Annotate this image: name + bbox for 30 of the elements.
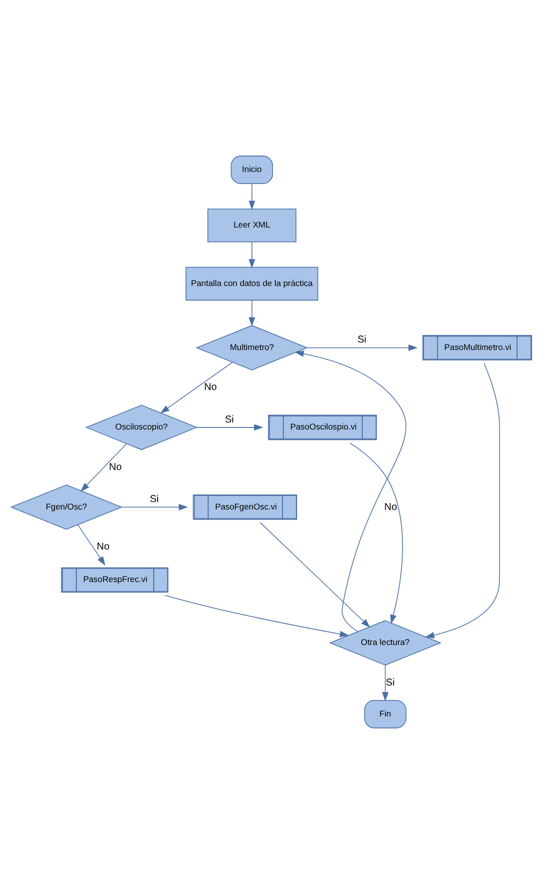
arrow (382, 664, 388, 702)
node-diamond: Fgen/Osc? (10, 484, 123, 530)
arrow (294, 350, 406, 632)
arrow (77, 524, 106, 566)
arrow (196, 424, 264, 431)
arrow (248, 183, 256, 210)
edge-label: Si (150, 494, 159, 506)
node-box: Pantalla con datos de la práctica (186, 266, 318, 301)
node-diamond: Multimetro? (196, 325, 308, 370)
node-box: Inicio (230, 156, 273, 184)
arrow (164, 594, 350, 638)
edge-label: Si (225, 414, 234, 426)
arrow (425, 362, 500, 638)
edge-label: Si (357, 334, 366, 346)
arrow (121, 504, 188, 510)
arrow (80, 444, 127, 492)
arrow (160, 362, 233, 414)
arrow (260, 522, 370, 628)
edge-label: No (204, 382, 217, 394)
edge-label: Si (386, 677, 395, 688)
arrow (248, 242, 256, 268)
edge-label: No (96, 542, 110, 553)
node-box: Fin (364, 700, 406, 728)
edge-label: No (109, 462, 122, 473)
edge-label: No (384, 502, 398, 513)
arrow (306, 344, 418, 351)
node-box: Leer XML (207, 208, 296, 242)
node-diamond: Otra lectura? (329, 620, 442, 666)
arrow (350, 442, 403, 624)
arrow (248, 300, 256, 326)
